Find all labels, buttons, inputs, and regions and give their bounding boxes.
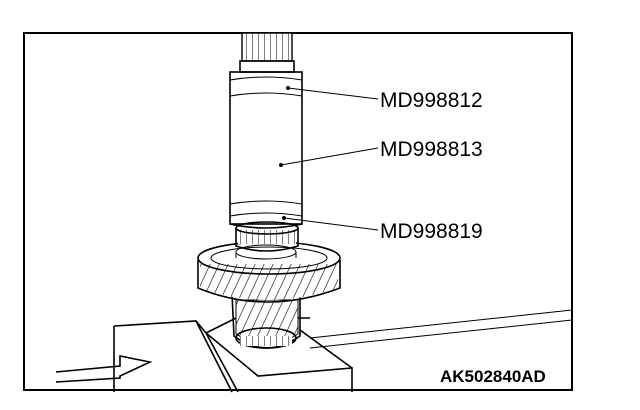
installer-tool (229, 71, 303, 229)
lower-shaft (231, 293, 301, 349)
callout-md998819: MD998819 (380, 220, 483, 243)
callout-md998813: MD998813 (380, 138, 483, 161)
bearing (235, 221, 299, 252)
helical-gear (197, 241, 341, 303)
press-ram (239, 32, 295, 73)
figure-frame (23, 32, 573, 391)
leader-lines (279, 86, 379, 231)
figure-code: AK502840AD (440, 367, 546, 386)
callout-md998812: MD998812 (380, 89, 483, 112)
